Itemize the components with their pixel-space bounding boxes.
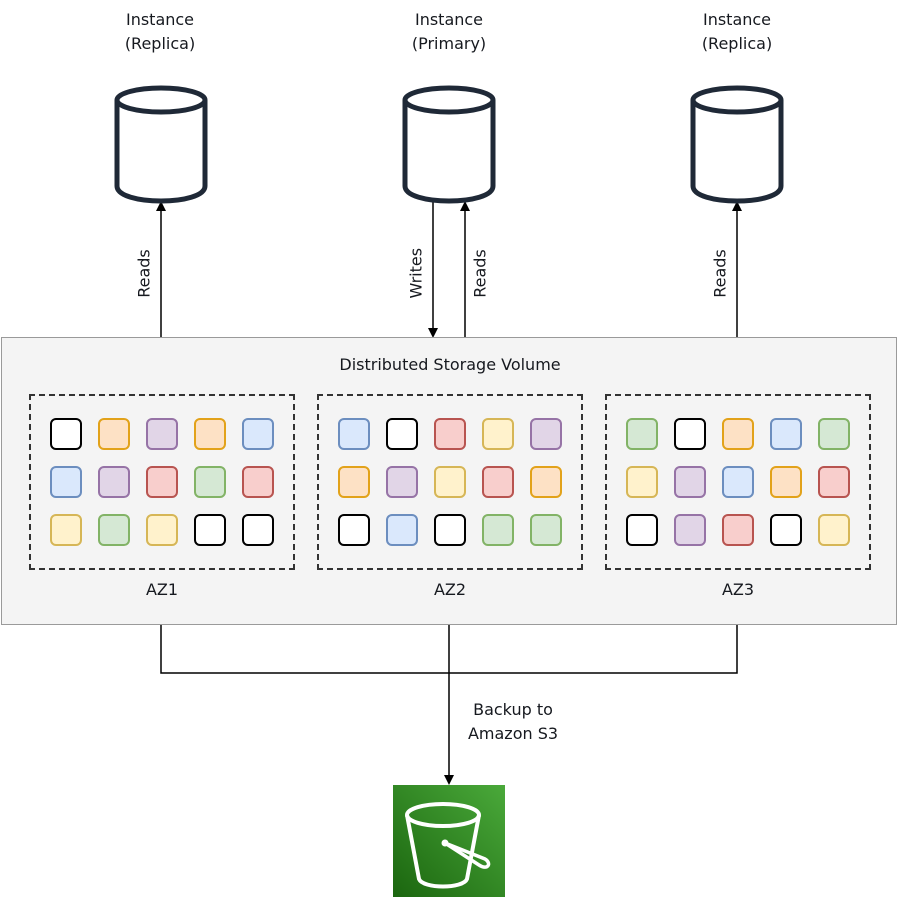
storage-segment: [434, 418, 466, 450]
storage-segment: [674, 418, 706, 450]
storage-segment: [434, 514, 466, 546]
reads-label-right: Reads: [710, 249, 730, 298]
storage-segment: [770, 514, 802, 546]
az-label-1: AZ1: [145, 580, 179, 599]
database-icon-replica-right: [690, 85, 784, 204]
reads-label-left: Reads: [134, 249, 154, 298]
instance-label-right-line1: Instance: [702, 10, 772, 29]
storage-segment: [722, 466, 754, 498]
storage-segment: [530, 466, 562, 498]
storage-segment: [674, 514, 706, 546]
storage-segment: [146, 514, 178, 546]
storage-segment: [626, 418, 658, 450]
storage-segment: [722, 514, 754, 546]
database-icon-primary: [402, 85, 496, 204]
storage-segment: [98, 466, 130, 498]
storage-segment: [674, 466, 706, 498]
instance-label-left-line2: (Replica): [124, 34, 196, 53]
storage-segment: [50, 418, 82, 450]
storage-segment: [818, 418, 850, 450]
az-zone-3: [605, 394, 871, 570]
storage-segment: [530, 418, 562, 450]
storage-segment: [386, 466, 418, 498]
storage-segment: [98, 514, 130, 546]
storage-segment: [770, 466, 802, 498]
storage-segment: [194, 466, 226, 498]
s3-bucket-icon: [393, 785, 505, 897]
storage-segment: [242, 418, 274, 450]
storage-segment: [530, 514, 562, 546]
backup-label-line2: Amazon S3: [467, 724, 559, 743]
storage-segment: [146, 418, 178, 450]
storage-segment: [626, 466, 658, 498]
storage-segment: [338, 514, 370, 546]
reads-label-center: Reads: [470, 249, 490, 298]
storage-segment: [722, 418, 754, 450]
storage-segment: [146, 466, 178, 498]
storage-segment: [434, 466, 466, 498]
storage-segment: [242, 514, 274, 546]
storage-segment: [386, 514, 418, 546]
instance-label-right-line2: (Replica): [701, 34, 773, 53]
storage-segment: [386, 418, 418, 450]
writes-label: Writes: [406, 247, 426, 299]
storage-title: Distributed Storage Volume: [339, 355, 561, 374]
storage-segment: [242, 466, 274, 498]
backup-label: Backup to Amazon S3: [453, 698, 573, 746]
instance-label-center-line1: Instance: [414, 10, 484, 29]
az-label-3: AZ3: [721, 580, 755, 599]
storage-segment: [194, 418, 226, 450]
instance-label-center-line2: (Primary): [411, 34, 487, 53]
storage-segment: [482, 418, 514, 450]
instance-label-left: Instance (Replica): [100, 8, 220, 56]
instance-label-right: Instance (Replica): [677, 8, 797, 56]
distributed-storage-volume: Distributed Storage Volume AZ1 AZ2 AZ3: [1, 337, 897, 625]
storage-segment: [98, 418, 130, 450]
storage-segment: [626, 514, 658, 546]
database-icon-replica-left: [114, 85, 208, 204]
storage-segment: [338, 418, 370, 450]
az-label-2: AZ2: [433, 580, 467, 599]
backup-label-line1: Backup to: [473, 700, 553, 719]
storage-segment: [818, 514, 850, 546]
instance-label-center: Instance (Primary): [389, 8, 509, 56]
storage-segment: [770, 418, 802, 450]
storage-segment: [482, 466, 514, 498]
instance-label-left-line1: Instance: [125, 10, 195, 29]
storage-segment: [338, 466, 370, 498]
az-zone-2: [317, 394, 583, 570]
storage-segment: [50, 466, 82, 498]
storage-segment: [50, 514, 82, 546]
storage-segment: [482, 514, 514, 546]
az-zone-1: [29, 394, 295, 570]
storage-segment: [818, 466, 850, 498]
storage-segment: [194, 514, 226, 546]
bucket-glyph-icon: [405, 802, 491, 889]
